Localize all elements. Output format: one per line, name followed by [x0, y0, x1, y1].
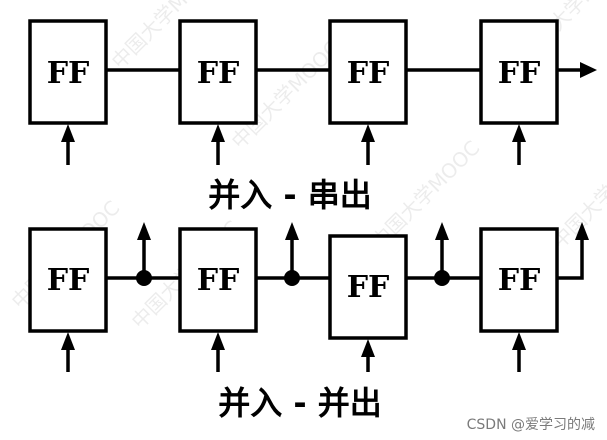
flip-flop-4: FF	[479, 227, 559, 333]
flip-flop-4: FF	[479, 19, 559, 125]
flip-flop-label: FF	[197, 263, 240, 298]
input-arrow-icon	[512, 332, 526, 350]
flip-flop-1: FF	[28, 227, 108, 333]
input-arrow-icon	[512, 124, 526, 142]
flip-flop-3: FF	[328, 234, 408, 340]
input-arrow-icon	[211, 332, 225, 350]
flip-flop-label: FF	[197, 56, 240, 91]
input-arrow-icon	[361, 339, 375, 357]
flip-flop-label: FF	[47, 263, 90, 298]
final-output-wire	[557, 238, 584, 280]
output-arrow-icon	[575, 222, 589, 240]
flip-flop-1: FF	[28, 19, 108, 125]
parallel-in-parallel-out: FF FF FF FF 并入 - 并出	[28, 222, 589, 422]
source-credit: CSDN @爱学习的减	[466, 417, 595, 433]
bottom-diagram-caption: 并入 - 并出	[218, 384, 382, 422]
serial-output-arrow-icon	[580, 62, 597, 78]
output-arrow-icon	[435, 222, 449, 240]
input-arrow-icon	[211, 124, 225, 142]
input-arrow-icon	[61, 124, 75, 142]
output-arrow-icon	[285, 222, 299, 240]
parallel-input-arrows	[61, 332, 526, 372]
flip-flop-label: FF	[498, 263, 541, 298]
flip-flop-label: FF	[498, 56, 541, 91]
top-diagram-caption: 并入 - 串出	[208, 176, 372, 214]
flip-flop-label: FF	[347, 270, 390, 305]
flip-flop-3: FF	[328, 19, 408, 125]
parallel-input-arrows	[61, 124, 526, 165]
flip-flop-label: FF	[47, 56, 90, 91]
input-arrow-icon	[61, 332, 75, 350]
flip-flop-label: FF	[347, 56, 390, 91]
output-arrow-icon	[137, 222, 151, 240]
flip-flop-2: FF	[178, 19, 258, 125]
input-arrow-icon	[361, 124, 375, 142]
parallel-in-serial-out: FF FF FF FF 并入 - 串出	[28, 19, 597, 214]
flip-flop-2: FF	[178, 227, 258, 333]
